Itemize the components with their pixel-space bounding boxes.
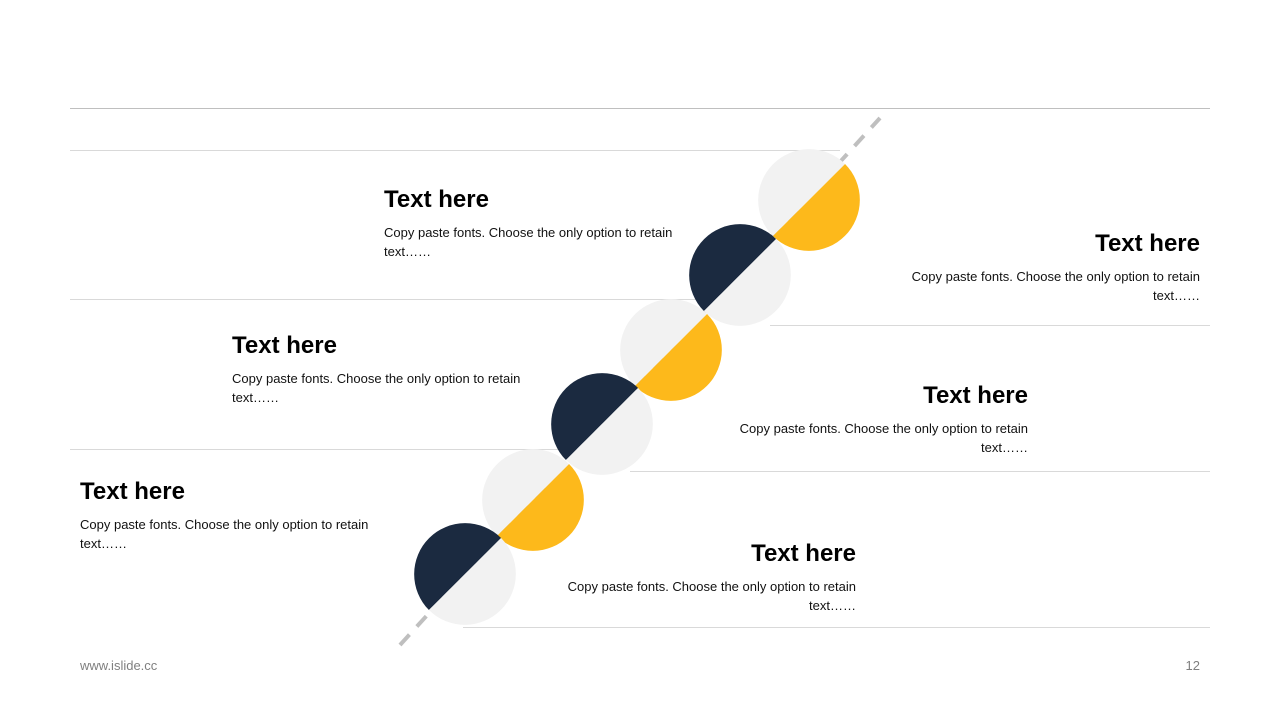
navy-half-circle xyxy=(414,523,502,611)
text-block-5: Text here Copy paste fonts. Choose the o… xyxy=(80,478,376,553)
top-divider xyxy=(70,108,1210,109)
row-divider xyxy=(70,150,840,151)
text-block-2: Text here Copy paste fonts. Choose the o… xyxy=(904,230,1200,305)
text-block-3: Text here Copy paste fonts. Choose the o… xyxy=(232,332,528,407)
page-number: 12 xyxy=(1185,658,1200,673)
gray-half-circle xyxy=(428,537,516,625)
navy-half-circle xyxy=(551,373,639,461)
item-description: Copy paste fonts. Choose the only option… xyxy=(80,517,369,551)
text-block-6: Text here Copy paste fonts. Choose the o… xyxy=(560,540,856,615)
gray-half-circle xyxy=(703,238,791,326)
item-title: Text here xyxy=(923,382,1028,409)
gray-half-circle xyxy=(758,149,846,237)
row-divider xyxy=(630,471,1210,472)
footer-url: www.islide.cc xyxy=(80,658,158,673)
row-divider xyxy=(70,299,700,300)
item-description: Copy paste fonts. Choose the only option… xyxy=(567,579,856,613)
item-title: Text here xyxy=(80,478,185,505)
yellow-half-circle xyxy=(634,313,722,401)
yellow-half-circle xyxy=(772,163,860,251)
gray-half-circle xyxy=(620,299,708,387)
yellow-half-circle xyxy=(496,463,584,551)
gray-half-circle xyxy=(482,449,570,537)
gray-half-circle xyxy=(565,387,653,475)
text-block-4: Text here Copy paste fonts. Choose the o… xyxy=(732,382,1028,457)
navy-half-circle xyxy=(689,224,777,312)
item-description: Copy paste fonts. Choose the only option… xyxy=(911,269,1200,303)
item-description: Copy paste fonts. Choose the only option… xyxy=(739,421,1028,455)
row-divider xyxy=(770,325,1210,326)
item-title: Text here xyxy=(751,540,856,567)
item-description: Copy paste fonts. Choose the only option… xyxy=(232,371,521,405)
row-divider xyxy=(463,627,1210,628)
item-title: Text here xyxy=(384,186,489,213)
row-divider xyxy=(70,449,564,450)
item-title: Text here xyxy=(232,332,337,359)
item-description: Copy paste fonts. Choose the only option… xyxy=(384,225,673,259)
text-block-1: Text here Copy paste fonts. Choose the o… xyxy=(384,186,680,261)
item-title: Text here xyxy=(1095,230,1200,257)
